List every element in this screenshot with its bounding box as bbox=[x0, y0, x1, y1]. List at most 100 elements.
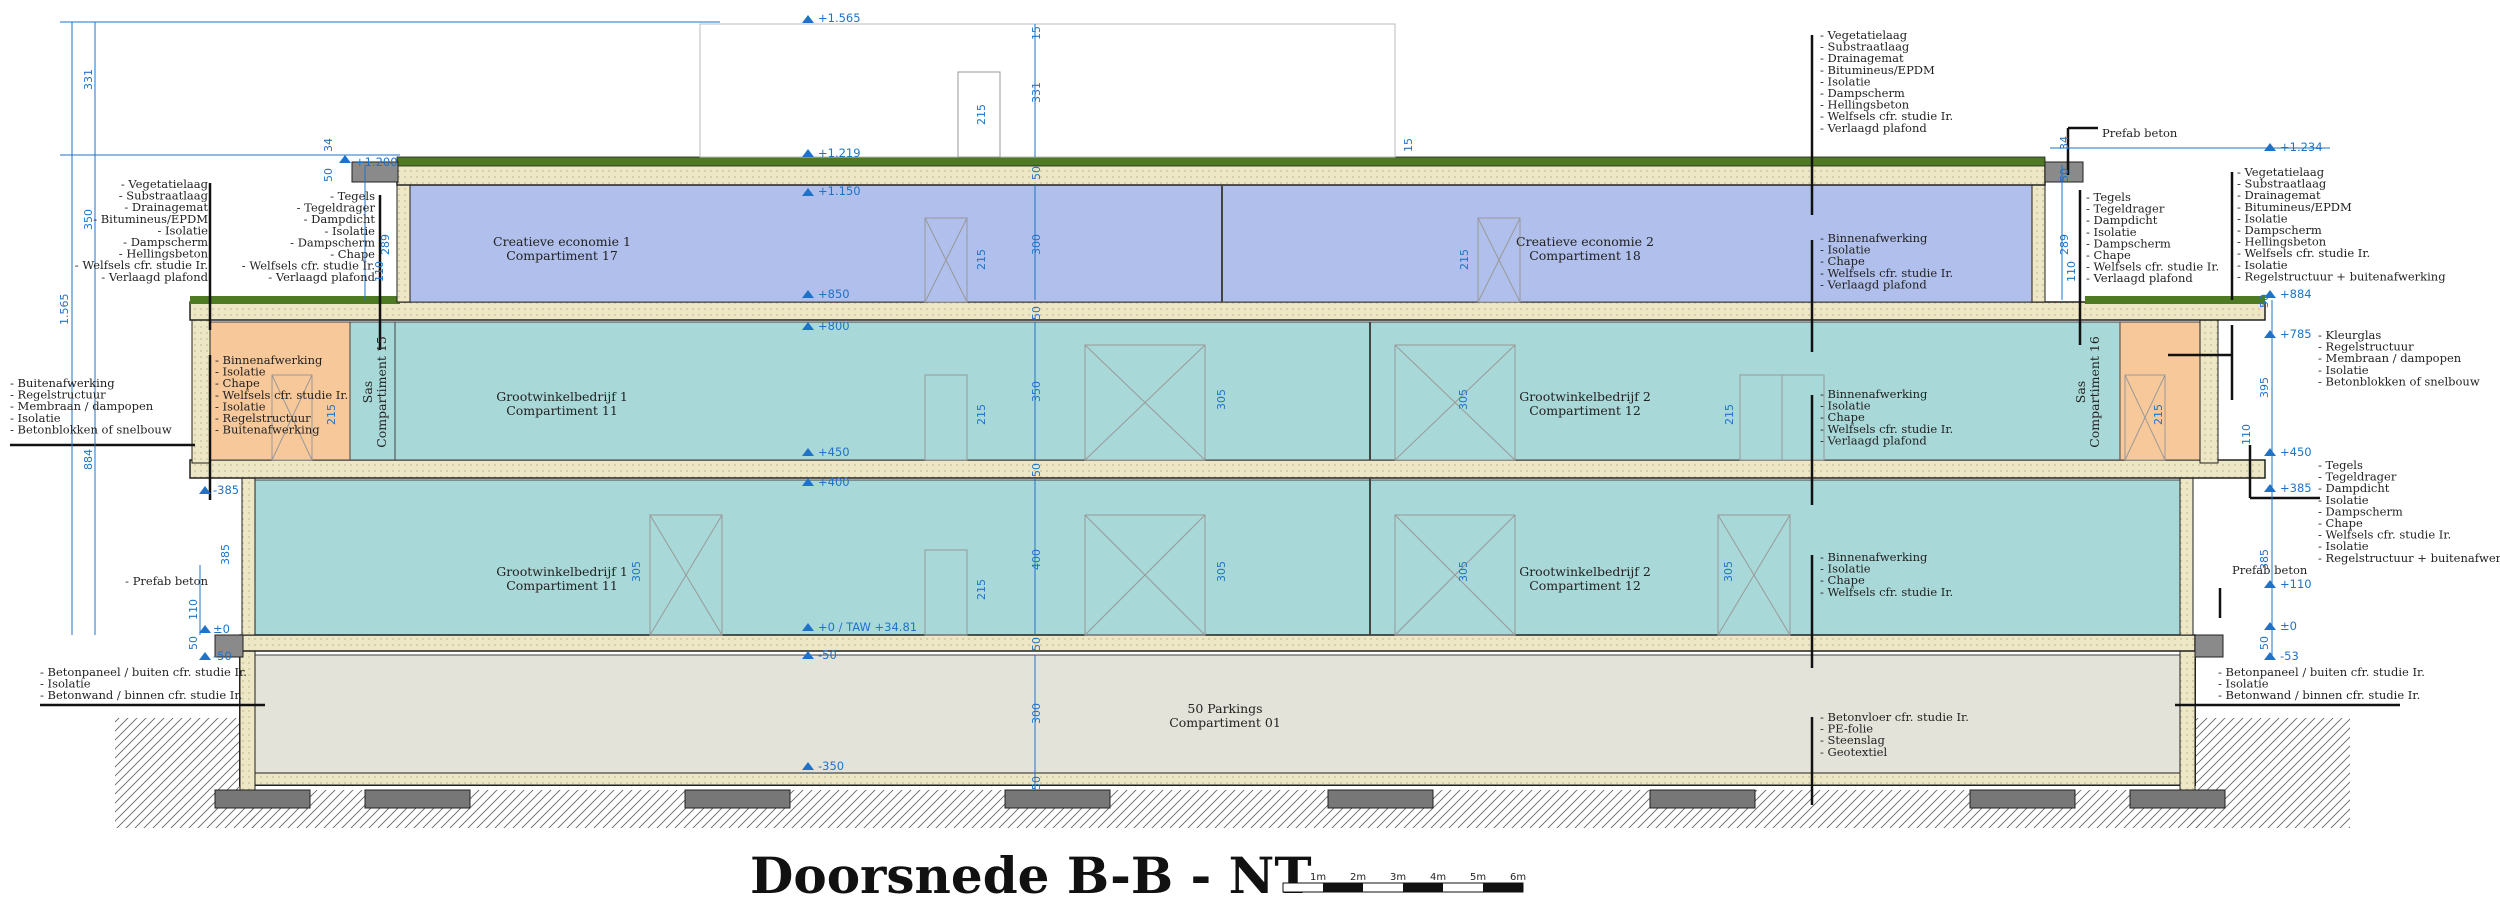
room-3-line2: Compartiment 11 bbox=[506, 403, 618, 418]
dim-parapet-left: 289 bbox=[379, 234, 392, 255]
annotation-line: - Tegeldrager bbox=[2318, 470, 2397, 484]
level-785: +785 bbox=[2280, 327, 2312, 341]
leader-lines bbox=[10, 35, 2400, 805]
annotation-line: - Chape bbox=[330, 247, 375, 261]
floor1-wall-left bbox=[241, 469, 256, 636]
dim-roof-box-small: 15 bbox=[1030, 26, 1043, 40]
annotation-line: - Betonpaneel / buiten cfr. studie Ir. bbox=[2218, 665, 2425, 679]
dim-slab4: 50 bbox=[1030, 637, 1043, 651]
annotation-left-roof: - Vegetatielaag- Substraatlaag- Drainage… bbox=[75, 177, 209, 284]
dim-overall-left: 1.565 bbox=[58, 294, 71, 326]
annotation-line: - Binnenafwerking bbox=[215, 353, 323, 367]
annotation-line: - Dampscherm bbox=[2086, 236, 2171, 250]
annotation-line: - Welfsels cfr. studie Ir. bbox=[215, 388, 348, 402]
annotation-line: - Isolatie bbox=[2318, 493, 2369, 507]
dim-sill-left: 50 bbox=[187, 636, 200, 650]
annotation-line: - Vegetatielaag bbox=[121, 177, 209, 191]
terrace-right bbox=[2085, 296, 2265, 304]
annotation-line: - Geotextiel bbox=[1820, 745, 1887, 759]
room-7-line2: Compartiment 01 bbox=[1169, 715, 1281, 730]
room-6-line2: Compartiment 12 bbox=[1529, 578, 1641, 593]
room-3-line1: Grootwinkelbedrijf 1 bbox=[496, 389, 628, 404]
dim-right-bottom: 50 bbox=[2258, 636, 2271, 650]
sas-right-line1: Sas bbox=[2073, 381, 2088, 403]
roof-slab bbox=[396, 164, 2046, 186]
ground-hatch-main bbox=[250, 790, 2200, 828]
room-2-line2: Compartiment 18 bbox=[1529, 248, 1641, 263]
slab-ground bbox=[239, 634, 2196, 652]
floor3-room-left bbox=[409, 184, 1223, 303]
annotation-mid-floor3: - Binnenafwerking- Isolatie- Chape- Welf… bbox=[1820, 231, 1953, 291]
annotation-line: - Isolatie bbox=[215, 365, 266, 379]
dim-window-5: 305 bbox=[1457, 561, 1470, 582]
annotation-right-glass: - Kleurglas- Regelstructuur- Membraan / … bbox=[2318, 328, 2480, 388]
annotation-line: - Isolatie bbox=[2086, 225, 2137, 239]
annotation-line: - Isolatie bbox=[2318, 539, 2369, 553]
drawing-title: Doorsnede B-B - NT bbox=[750, 846, 1312, 901]
annotation-line: - Hellingsbeton bbox=[119, 247, 209, 261]
annotation-line: - Membraan / dampopen bbox=[2318, 351, 2462, 365]
level-884: +884 bbox=[2280, 287, 2312, 301]
annotation-line: - Substraatlaag bbox=[119, 189, 209, 203]
annotation-line: - Dampscherm bbox=[123, 235, 208, 249]
level-0-left: ±0 bbox=[213, 622, 230, 636]
roof-parapet-right bbox=[2044, 161, 2084, 183]
level-110-right: +110 bbox=[2280, 577, 2312, 591]
level-400: +400 bbox=[818, 475, 850, 489]
annotation-left-facade: - Buitenafwerking- Regelstructuur- Membr… bbox=[10, 376, 172, 436]
annotation-line: - Isolatie bbox=[2218, 677, 2269, 691]
dim-window-4: 305 bbox=[1215, 561, 1228, 582]
basement-wall-right bbox=[2179, 644, 2196, 791]
annotation-line: - Regelstructuur bbox=[2318, 340, 2414, 354]
annotation-line: - Betonvloer cfr. studie Ir. bbox=[1820, 710, 1969, 724]
annotation-right-terrace: - Tegels- Tegeldrager- Dampdicht- Isolat… bbox=[2086, 190, 2219, 285]
annotation-left-terrace: - Tegels- Tegeldrager- Dampdicht- Isolat… bbox=[242, 189, 376, 284]
floor2-wall-right bbox=[2199, 317, 2219, 464]
dim-door-roof: 215 bbox=[975, 104, 988, 125]
annotation-line: - Isolatie bbox=[1820, 399, 1871, 413]
annotation-line: - Dampscherm bbox=[2318, 504, 2403, 518]
annotation-line: - Chape bbox=[2318, 516, 2363, 530]
dim-door-sas-left: 215 bbox=[325, 404, 338, 425]
floor1-room-left bbox=[254, 479, 1371, 636]
level-450: +450 bbox=[818, 445, 850, 459]
annotation-line: - Regelstructuur + buitenafwerking bbox=[2318, 551, 2500, 565]
annotation-line: - Verlaagd plafond bbox=[1820, 277, 1927, 291]
dim-floor1: 400 bbox=[1030, 549, 1043, 570]
foundation-pads bbox=[214, 789, 2226, 809]
annotation-line: - Dampdicht bbox=[2086, 213, 2158, 227]
room-1-line2: Compartiment 17 bbox=[506, 248, 618, 263]
annotation-line: - Verlaagd plafond bbox=[2086, 271, 2193, 285]
level-850: +850 bbox=[818, 287, 850, 301]
dim-door-3: 215 bbox=[975, 404, 988, 425]
ground-hatch-left bbox=[115, 718, 255, 828]
annotation-line: - Betonblokken of snelbouw bbox=[10, 422, 172, 436]
annotation-line: - Drainagemat bbox=[124, 200, 208, 214]
annotation-line: - Chape bbox=[1820, 410, 1865, 424]
dim-right-upper: 289 bbox=[2058, 234, 2071, 255]
annotation-line: - Tegels bbox=[2086, 190, 2131, 204]
annotation-mid-basement: - Betonvloer cfr. studie Ir.- PE-folie- … bbox=[1820, 710, 1969, 759]
roof-door bbox=[957, 71, 1001, 158]
room-4-line2: Compartiment 12 bbox=[1529, 403, 1641, 418]
annotation-line: - Substraatlaag bbox=[2237, 177, 2327, 191]
dim-door-6: 215 bbox=[2152, 404, 2165, 425]
floor2-wall-left bbox=[191, 317, 211, 464]
annotation-line: - Membraan / dampopen bbox=[10, 399, 154, 413]
annotation-mid-floor2: - Binnenafwerking- Isolatie- Chape- Welf… bbox=[1820, 387, 1953, 447]
annotation-line: - Chape bbox=[215, 376, 260, 390]
annotation-line: - Chape bbox=[2086, 248, 2131, 262]
dim-right-small: 110 bbox=[2065, 261, 2078, 282]
sas-right-line2: Compartiment 16 bbox=[2087, 336, 2102, 448]
room-5-line1: Grootwinkelbedrijf 1 bbox=[496, 564, 628, 579]
annotation-line: - Steenslag bbox=[1820, 733, 1885, 747]
room-4-line1: Grootwinkelbedrijf 2 bbox=[1519, 389, 1651, 404]
annotation-line: - Vegetatielaag bbox=[1820, 28, 1908, 42]
annotation-line: - Welfsels cfr. studie Ir. bbox=[75, 258, 208, 272]
dim-right-parapet: 50 bbox=[2258, 294, 2271, 308]
room-7-line1: 50 Parkings bbox=[1187, 701, 1262, 716]
annotation-line: - Verlaagd plafond bbox=[1820, 121, 1927, 135]
dim-slab1: 50 bbox=[1030, 166, 1043, 180]
annotation-line: - Isolatie bbox=[2237, 258, 2288, 272]
